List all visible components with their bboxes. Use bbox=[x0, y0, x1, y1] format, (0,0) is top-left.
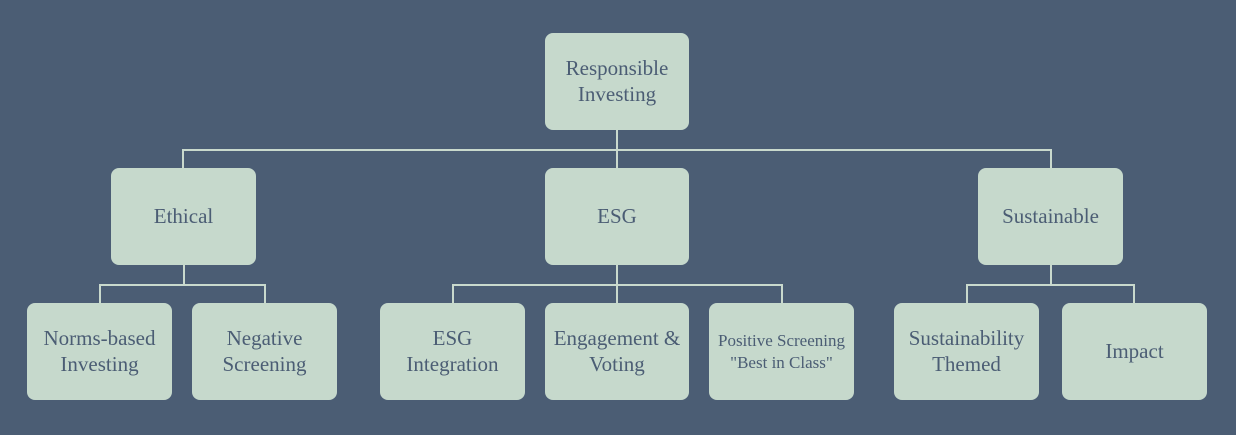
leaf-node-engagement-voting: Engagement & Voting bbox=[545, 303, 689, 400]
leaf-label-sustainability-themed: Sustainability Themed bbox=[908, 326, 1025, 376]
leaf-node-impact: Impact bbox=[1062, 303, 1207, 400]
leaf-label-positive-screening: Positive Screening "Best in Class" bbox=[717, 331, 845, 372]
leaf-node-norms-based-investing: Norms-based Investing bbox=[27, 303, 172, 400]
branch-node-esg: ESG bbox=[545, 168, 689, 265]
leaf-label-negative-screening: Negative Screening bbox=[222, 326, 307, 376]
branch-label-esg: ESG bbox=[597, 203, 637, 228]
leaf-label-engagement-voting: Engagement & Voting bbox=[553, 326, 681, 376]
branch-label-ethical: Ethical bbox=[153, 203, 214, 228]
leaf-node-negative-screening: Negative Screening bbox=[192, 303, 337, 400]
leaf-label-esg-integration: ESG Integration bbox=[406, 326, 499, 376]
leaf-node-positive-screening: Positive Screening "Best in Class" bbox=[709, 303, 854, 400]
leaf-label-impact: Impact bbox=[1105, 338, 1164, 363]
leaf-label-norms-based-investing: Norms-based Investing bbox=[43, 326, 156, 376]
branch-label-sustainable: Sustainable bbox=[1002, 203, 1099, 228]
branch-node-ethical: Ethical bbox=[111, 168, 256, 265]
root-node-label: Responsible Investing bbox=[565, 56, 669, 106]
root-node: Responsible Investing bbox=[545, 33, 689, 130]
leaf-node-esg-integration: ESG Integration bbox=[380, 303, 525, 400]
leaf-node-sustainability-themed: Sustainability Themed bbox=[894, 303, 1039, 400]
branch-node-sustainable: Sustainable bbox=[978, 168, 1123, 265]
